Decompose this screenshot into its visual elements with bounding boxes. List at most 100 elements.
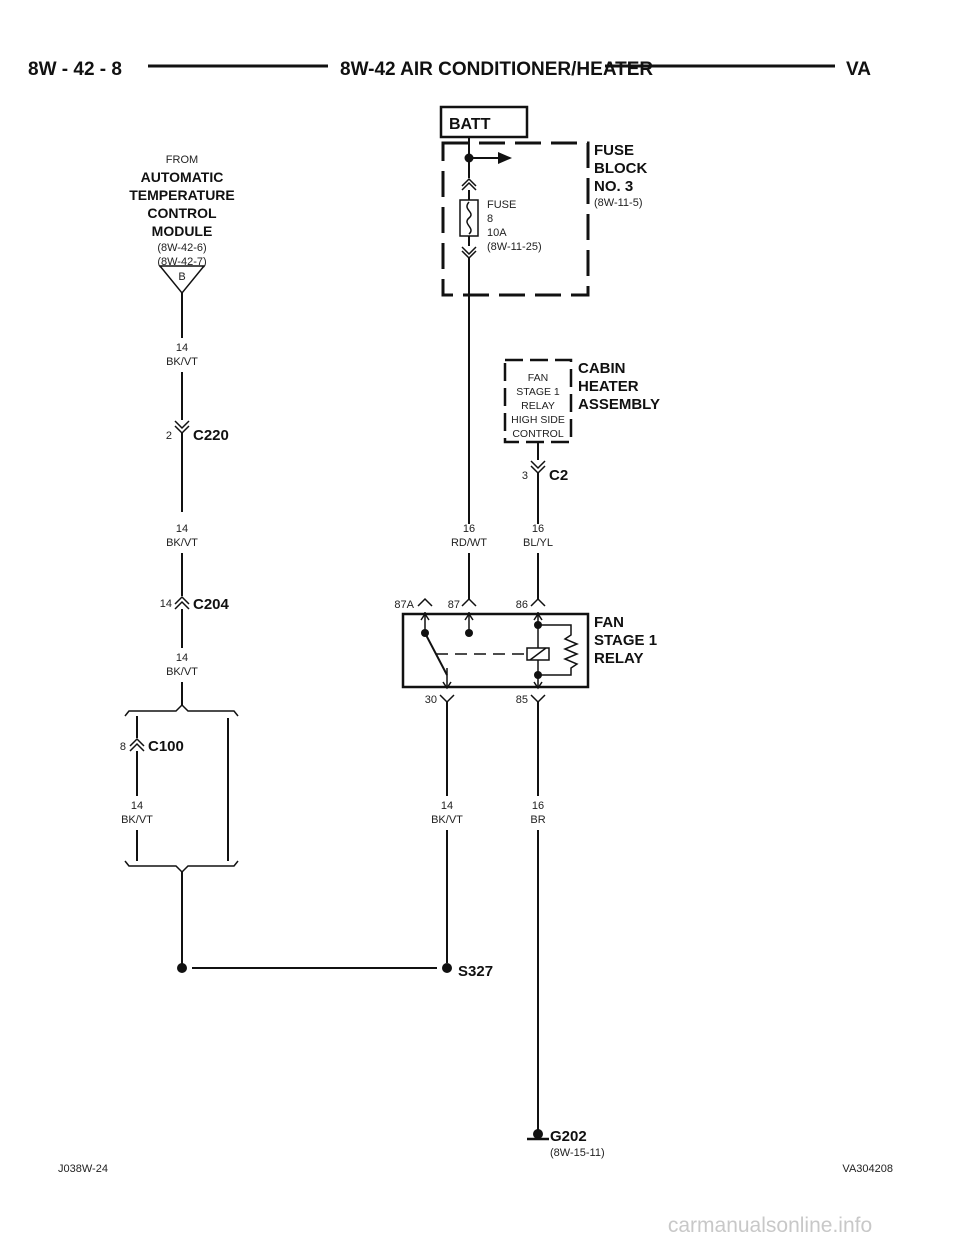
atc-pin-label: B <box>178 271 185 283</box>
atc-ref-2: (8W-42-7) <box>157 256 206 268</box>
fuse-block-outline <box>441 141 590 297</box>
wire-rd-wt-gauge: 16 <box>463 523 475 535</box>
hsc-line-2: STAGE 1 <box>516 386 560 398</box>
fuse-out-chevron-icon <box>461 246 477 256</box>
relay-name-3: RELAY <box>594 650 643 667</box>
splice-name: S327 <box>458 963 493 980</box>
fuse-in-chevron-icon <box>461 177 477 187</box>
atc-from-label: FROM <box>166 154 198 166</box>
c100-chevron-icon <box>129 737 145 747</box>
batt-source: BATT <box>439 105 529 139</box>
batt-box <box>439 105 529 139</box>
pin-87-chevron-icon <box>461 597 477 607</box>
wire-pin30-gauge: 14 <box>441 800 453 812</box>
c204-pin: 14 <box>160 598 172 610</box>
relay-pin-85: 85 <box>516 694 528 706</box>
c100-pin: 8 <box>120 741 126 753</box>
vehicle-code: VA <box>846 59 871 80</box>
busbar-arrow-icon <box>498 152 512 164</box>
hsc-line-5: CONTROL <box>512 428 563 440</box>
contact-87-node <box>465 629 473 637</box>
c220-pin: 2 <box>166 430 172 442</box>
cabin-heater-name-2: HEATER <box>578 378 639 395</box>
atc-ref-1: (8W-42-6) <box>157 242 206 254</box>
fuse-number: 8 <box>487 213 493 225</box>
ground-name: G202 <box>550 1128 587 1145</box>
ground-ref: (8W-15-11) <box>550 1147 605 1159</box>
cabin-heater-name-3: ASSEMBLY <box>578 396 660 413</box>
page-header: 8W - 42 - 8 8W-42 AIR CONDITIONER/HEATER… <box>28 59 871 80</box>
pin-87a-chevron-icon <box>417 597 433 607</box>
pin-86-chevron-icon <box>530 597 546 607</box>
atc-pin-triangle-icon <box>158 265 206 295</box>
wire-left-3-gauge: 14 <box>176 652 188 664</box>
cabin-heater-name-1: CABIN <box>578 360 626 377</box>
wire-rd-wt-color: RD/WT <box>451 537 487 549</box>
fuse-label: FUSE <box>487 199 516 211</box>
splice-s327: S327 <box>177 963 493 980</box>
fuse-block: FUSE 8 10A (8W-11-25) FUSE BLOCK NO. 3 (… <box>441 137 647 297</box>
cabin-heater-assembly: FAN STAGE 1 RELAY HIGH SIDE CONTROL CABI… <box>503 358 660 444</box>
c100-name: C100 <box>148 738 184 755</box>
fan-stage-1-relay: 87A 87 86 <box>394 592 657 706</box>
wire-pin85-gauge: 16 <box>532 800 544 812</box>
relay-pin-87a: 87A <box>394 599 414 611</box>
hsc-line-4: HIGH SIDE <box>511 414 565 426</box>
wire-pin85-color: BR <box>530 814 545 826</box>
fuse-ref: (8W-11-25) <box>487 241 542 253</box>
c2-name: C2 <box>549 467 568 484</box>
wire-left-1-gauge: 14 <box>176 342 188 354</box>
atc-name-1: AUTOMATIC <box>141 169 224 185</box>
page-number: 8W - 42 - 8 <box>28 59 122 80</box>
wire-left-4-color: BK/VT <box>121 814 153 826</box>
c220-name: C220 <box>193 427 229 444</box>
wire-left-3-color: BK/VT <box>166 666 198 678</box>
watermark: carmanualsonline.info <box>668 1214 872 1237</box>
hsc-line-1: FAN <box>528 372 548 384</box>
wire-bl-yl-color: BL/YL <box>523 537 553 549</box>
pin-85-chevron-icon <box>530 694 546 704</box>
c204-name: C204 <box>193 596 230 613</box>
fuse-rating: 10A <box>487 227 507 239</box>
ground-node <box>533 1129 543 1139</box>
relay-pin-30: 30 <box>425 694 437 706</box>
footer-left-code: J038W-24 <box>58 1163 108 1175</box>
fuse-block-ref: (8W-11-5) <box>594 197 643 209</box>
fuse-block-name-2: BLOCK <box>594 160 647 177</box>
splice-node-left <box>177 963 187 973</box>
c100-bottom-brace <box>124 860 239 874</box>
relay-pin-86: 86 <box>516 599 528 611</box>
wire-pin30-color: BK/VT <box>431 814 463 826</box>
batt-label: BATT <box>449 116 491 133</box>
relay-resistor-icon <box>538 624 579 676</box>
ground-g202: G202 (8W-15-11) <box>527 1128 605 1159</box>
connector-c204: 14 C204 <box>160 595 230 613</box>
footer-right-code: VA304208 <box>842 1163 893 1175</box>
fuse-block-name-3: NO. 3 <box>594 178 633 195</box>
connector-c220: 2 C220 <box>166 420 229 444</box>
wire-bl-yl-gauge: 16 <box>532 523 544 535</box>
c2-chevron-icon <box>530 460 546 470</box>
wire-left-4-gauge: 14 <box>131 800 143 812</box>
atc-module: FROM AUTOMATIC TEMPERATURE CONTROL MODUL… <box>129 154 235 295</box>
c100-top-brace <box>124 703 239 717</box>
c2-pin: 3 <box>522 470 528 482</box>
atc-name-2: TEMPERATURE <box>129 187 235 203</box>
connector-c100: 8 C100 14 BK/VT <box>120 703 239 874</box>
pin-30-chevron-icon <box>439 694 455 704</box>
c220-chevron-icon <box>174 420 190 430</box>
hsc-line-3: RELAY <box>521 400 555 412</box>
atc-name-4: MODULE <box>152 223 213 239</box>
splice-node-right <box>442 963 452 973</box>
relay-name-2: STAGE 1 <box>594 632 657 649</box>
c204-chevron-icon <box>174 595 190 605</box>
relay-pin-87: 87 <box>448 599 460 611</box>
relay-name-1: FAN <box>594 614 624 631</box>
connector-c2: 3 C2 <box>522 460 568 484</box>
wire-left-2-color: BK/VT <box>166 537 198 549</box>
page-title: 8W-42 AIR CONDITIONER/HEATER <box>340 59 653 80</box>
wire-left-2-gauge: 14 <box>176 523 188 535</box>
fuse-block-name-1: FUSE <box>594 142 634 159</box>
wire-left-1-color: BK/VT <box>166 356 198 368</box>
